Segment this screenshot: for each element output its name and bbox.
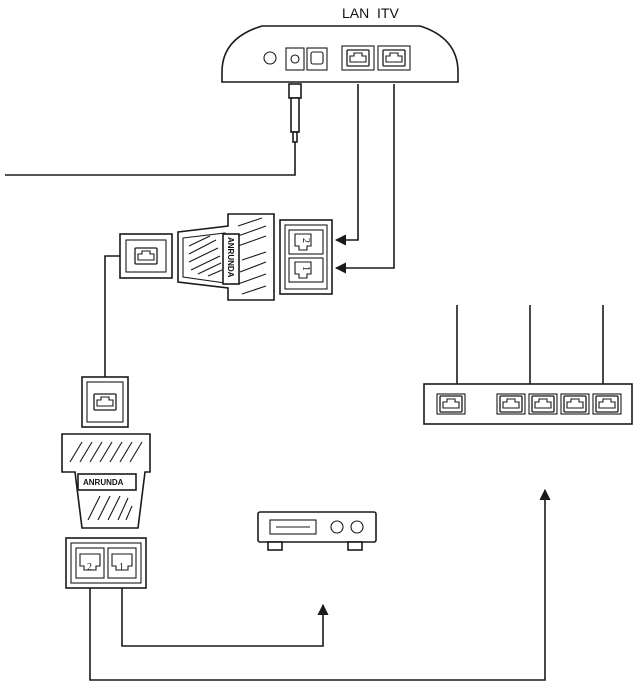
splitter-bottom-dual-ports (65, 537, 147, 589)
trunk-cable (104, 255, 120, 377)
modem-lan-label: LAN (342, 5, 369, 21)
splitter-top: ANRUNDA 2 1 (119, 213, 333, 301)
power-cable (5, 83, 302, 176)
splitter-bottom-grip (69, 441, 143, 521)
splitter-bottom-brand: ANRUNDA (83, 478, 124, 487)
modem-dc-port (285, 47, 305, 71)
set-top-box (257, 511, 377, 551)
splitter-top-grip (188, 217, 267, 295)
lan-cable (334, 84, 359, 246)
router-wan-port (436, 393, 466, 415)
modem-itv-port (377, 45, 411, 71)
router-lan-ports (496, 393, 622, 415)
modem-power-button (263, 51, 277, 65)
splitter-top-port-1-label: 1 (300, 266, 311, 271)
splitter-bottom: ANRUNDA 2 1 (61, 376, 151, 589)
modem-body (221, 25, 459, 83)
modem-itv-label: ITV (377, 5, 399, 21)
modem-lan-port (341, 45, 375, 71)
wireless-router (423, 305, 633, 425)
modem-phone-port (306, 47, 328, 71)
router-cable (89, 488, 551, 681)
splitter-top-brand: ANRUNDA (226, 237, 235, 278)
modem: LAN ITV (221, 5, 459, 83)
stb-cable (121, 588, 329, 647)
itv-cable (334, 84, 395, 274)
splitter-top-dual-ports (279, 219, 333, 295)
splitter-bottom-port-1-label: 1 (119, 562, 124, 573)
splitter-bottom-port-2-label: 2 (87, 562, 92, 573)
splitter-top-port-2-label: 2 (300, 238, 311, 243)
